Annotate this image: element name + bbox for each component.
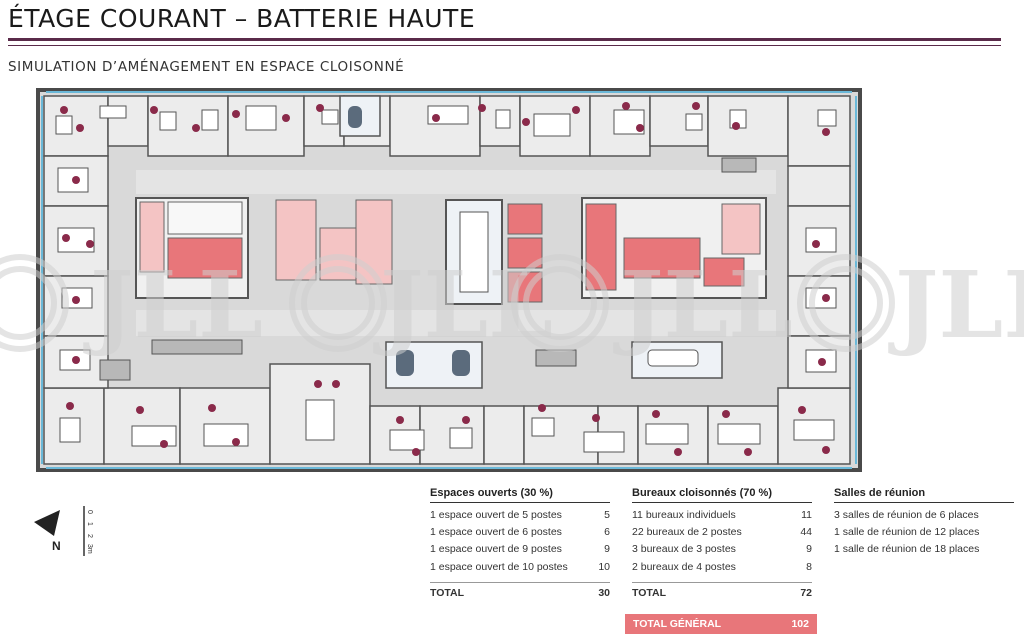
counters xyxy=(99,157,757,381)
table-row: 3 salles de réunion de 6 places xyxy=(834,507,1014,524)
floor-plan xyxy=(36,88,862,472)
closed-offices-title: Bureaux cloisonnés (70 %) xyxy=(632,487,812,503)
meeting-rooms-table: Salles de réunion 3 salles de réunion de… xyxy=(834,487,1014,559)
page-subtitle: SIMULATION D’AMÉNAGEMENT EN ESPACE CLOIS… xyxy=(8,59,405,75)
row-label: 1 espace ouvert de 10 postes xyxy=(430,560,568,573)
total-value: 30 xyxy=(598,586,610,599)
open-spaces-total: TOTAL 30 xyxy=(430,581,610,599)
row-label: 1 espace ouvert de 6 postes xyxy=(430,526,562,539)
scale-2: 2 xyxy=(86,534,93,538)
grand-total-bar: TOTAL GÉNÉRAL 102 xyxy=(625,614,817,634)
table-row: 1 salle de réunion de 12 places xyxy=(834,524,1014,541)
row-label: 11 bureaux individuels xyxy=(632,509,736,521)
window-strips xyxy=(41,91,857,469)
north-compass: N 0 1 2 3m xyxy=(34,506,93,556)
core-left xyxy=(135,197,393,299)
grand-total-value: 102 xyxy=(791,618,809,630)
meeting-rooms-title: Salles de réunion xyxy=(834,487,1014,503)
table-row: 3 bureaux de 3 postes 9 xyxy=(632,541,812,558)
grand-total-label: TOTAL GÉNÉRAL xyxy=(633,618,722,630)
row-value: 9 xyxy=(806,543,812,556)
chairs xyxy=(60,102,830,456)
row-value: 9 xyxy=(604,543,610,556)
row-label: 1 espace ouvert de 9 postes xyxy=(430,543,562,556)
meeting-tables xyxy=(348,106,699,376)
north-arrow-icon xyxy=(34,510,60,536)
compass-north-label: N xyxy=(52,539,61,553)
closed-offices-total: TOTAL 72 xyxy=(632,581,812,599)
total-label: TOTAL xyxy=(430,586,465,599)
elevators xyxy=(507,203,543,303)
closed-offices-table: Bureaux cloisonnés (70 %) 11 bureaux ind… xyxy=(632,487,812,599)
table-row: 1 espace ouvert de 9 postes 9 xyxy=(430,541,610,558)
desks xyxy=(55,105,837,453)
table-row: 22 bureaux de 2 postes 44 xyxy=(632,524,812,541)
table-row: 1 espace ouvert de 6 postes 6 xyxy=(430,524,610,541)
row-value: 44 xyxy=(800,526,812,539)
row-label: 22 bureaux de 2 postes xyxy=(632,526,742,539)
table-row: 11 bureaux individuels 11 xyxy=(632,507,812,524)
scale-0: 0 xyxy=(86,510,93,514)
row-label: 3 bureaux de 3 postes xyxy=(632,543,736,556)
scale-1: 1 xyxy=(86,522,93,526)
row-label: 3 salles de réunion de 6 places xyxy=(834,509,979,521)
title-rule-thick xyxy=(8,38,1001,41)
scale-3m: 3m xyxy=(86,544,93,554)
title-rule-thin xyxy=(8,45,1001,46)
page-title: ÉTAGE COURANT – BATTERIE HAUTE xyxy=(8,4,476,33)
total-value: 72 xyxy=(800,586,812,599)
row-value: 8 xyxy=(806,560,812,573)
table-row: 2 bureaux de 4 postes 8 xyxy=(632,559,812,576)
row-label: 1 salle de réunion de 18 places xyxy=(834,543,980,556)
table-row: 1 espace ouvert de 5 postes 5 xyxy=(430,507,610,524)
row-label: 1 salle de réunion de 12 places xyxy=(834,526,980,539)
row-label: 2 bureaux de 4 postes xyxy=(632,560,736,573)
row-value: 11 xyxy=(801,509,812,521)
row-value: 5 xyxy=(604,509,610,521)
core-right xyxy=(581,197,767,299)
row-value: 6 xyxy=(604,526,610,539)
open-spaces-table: Espaces ouverts (30 %) 1 espace ouvert d… xyxy=(430,487,610,599)
table-row: 1 espace ouvert de 10 postes 10 xyxy=(430,559,610,576)
row-label: 1 espace ouvert de 5 postes xyxy=(430,509,562,521)
open-spaces-title: Espaces ouverts (30 %) xyxy=(430,487,610,503)
row-value: 10 xyxy=(598,560,610,573)
watermark-text-4: JLL xyxy=(888,251,1024,359)
table-row: 1 salle de réunion de 18 places xyxy=(834,541,1014,558)
total-label: TOTAL xyxy=(632,586,667,599)
